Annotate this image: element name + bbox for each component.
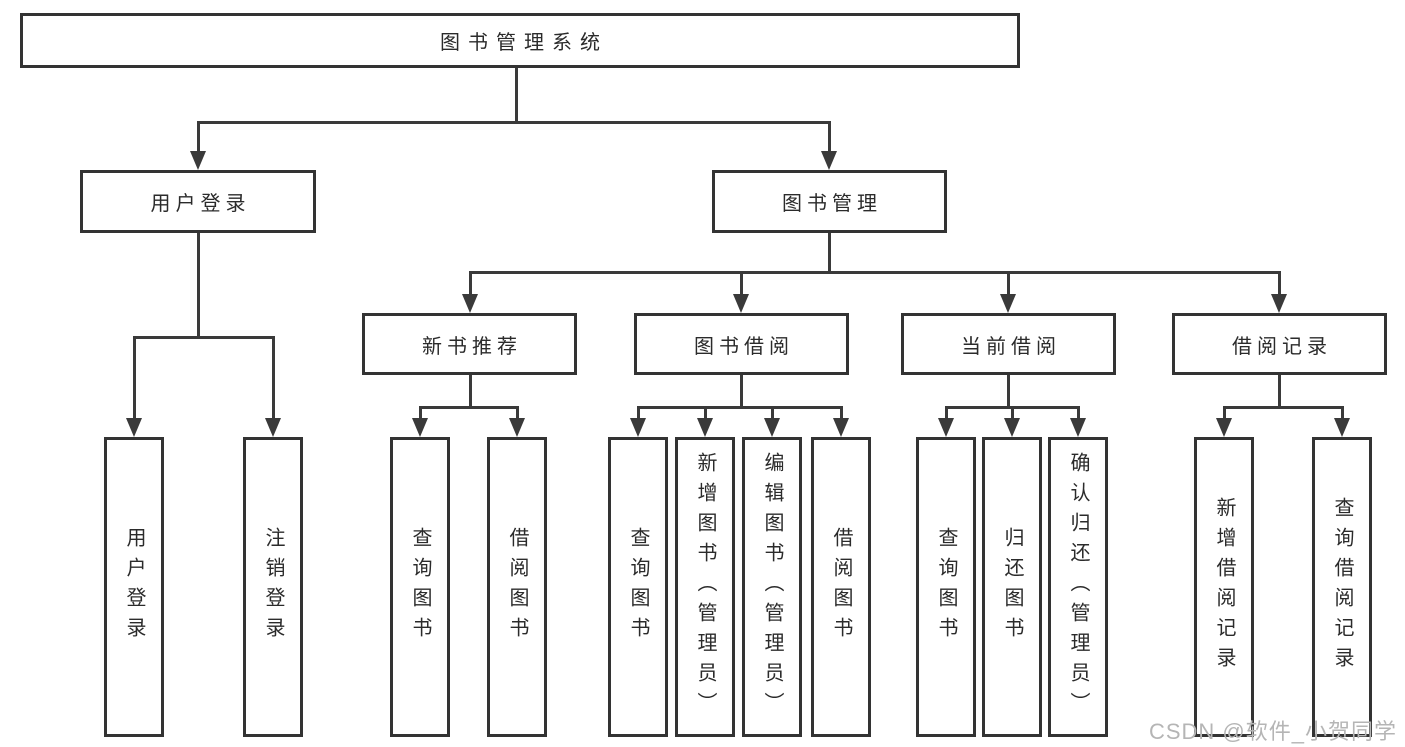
- arrowhead-icon: [1271, 294, 1287, 313]
- connector-arrow-shaft: [704, 406, 707, 428]
- arrowhead-icon: [1070, 418, 1086, 437]
- arrowhead-icon: [630, 418, 646, 437]
- connector-arrow-shaft: [840, 406, 843, 428]
- arrowhead-icon: [190, 151, 206, 170]
- arrowhead-icon: [733, 294, 749, 313]
- node-leaf-query-borrow-record: 查询借阅记录: [1312, 437, 1372, 737]
- node-leaf-query-books-3: 查询图书: [916, 437, 976, 737]
- connector-arrow-shaft: [272, 336, 275, 428]
- connector-arrow-shaft: [1077, 406, 1080, 428]
- connector-arrow-shaft: [740, 271, 743, 304]
- arrowhead-icon: [938, 418, 954, 437]
- node-label-leaf-query-books-2: 查询图书: [627, 527, 649, 647]
- node-label-leaf-confirm-return: 确认归还（管理员）: [1067, 452, 1089, 722]
- node-leaf-edit-books-admin: 编辑图书（管理员）: [742, 437, 802, 737]
- arrowhead-icon: [265, 418, 281, 437]
- connector-arrow-shaft: [516, 406, 519, 428]
- connector-stub: [469, 375, 472, 408]
- connector-stub: [740, 375, 743, 408]
- connector-arrow-shaft: [1223, 406, 1226, 428]
- node-leaf-query-books-1: 查询图书: [390, 437, 450, 737]
- arrowhead-icon: [1216, 418, 1232, 437]
- node-label-leaf-borrow-books-2: 借阅图书: [830, 527, 852, 647]
- connector-arrow-shaft: [1278, 271, 1281, 304]
- connector-arrow-shaft: [419, 406, 422, 428]
- node-label-leaf-logout: 注销登录: [262, 527, 284, 647]
- connector-arrow-shaft: [133, 336, 136, 428]
- node-leaf-add-books-admin: 新增图书（管理员）: [675, 437, 735, 737]
- node-leaf-confirm-return: 确认归还（管理员）: [1048, 437, 1108, 737]
- node-label-book-management: 图书管理: [782, 193, 882, 215]
- arrowhead-icon: [697, 418, 713, 437]
- connector-arrow-shaft: [945, 406, 948, 428]
- connector-rail: [419, 406, 519, 409]
- connector-arrow-shaft: [1007, 271, 1010, 304]
- node-label-borrow-records: 借阅记录: [1232, 335, 1332, 358]
- node-label-root-system: 图书管理系统: [440, 32, 608, 54]
- node-label-leaf-query-borrow-record: 查询借阅记录: [1331, 497, 1353, 677]
- node-label-leaf-borrow-books-1: 借阅图书: [506, 527, 528, 647]
- node-label-leaf-query-books-3: 查询图书: [935, 527, 957, 647]
- arrowhead-icon: [412, 418, 428, 437]
- node-label-leaf-query-books-1: 查询图书: [409, 527, 431, 647]
- connector-arrow-shaft: [771, 406, 774, 428]
- connector-rail: [637, 406, 843, 409]
- node-label-leaf-edit-books-admin: 编辑图书（管理员）: [761, 452, 783, 722]
- connector-rail: [133, 336, 275, 339]
- connector-stub: [1007, 375, 1010, 408]
- connector-arrow-shaft: [828, 121, 831, 161]
- node-label-book-borrow: 图书借阅: [694, 335, 794, 358]
- node-leaf-return-books: 归还图书: [982, 437, 1042, 737]
- arrowhead-icon: [1000, 294, 1016, 313]
- node-leaf-borrow-books-1: 借阅图书: [487, 437, 547, 737]
- arrowhead-icon: [764, 418, 780, 437]
- arrowhead-icon: [833, 418, 849, 437]
- node-label-leaf-user-login: 用户登录: [123, 527, 145, 647]
- connector-rail: [469, 271, 1281, 274]
- connector-rail: [1223, 406, 1344, 409]
- node-book-management: 图书管理: [712, 170, 947, 233]
- node-user-login: 用户登录: [80, 170, 316, 233]
- node-leaf-logout: 注销登录: [243, 437, 303, 737]
- arrowhead-icon: [462, 294, 478, 313]
- connector-arrow-shaft: [1341, 406, 1344, 428]
- node-leaf-add-borrow-record: 新增借阅记录: [1194, 437, 1254, 737]
- node-borrow-records: 借阅记录: [1172, 313, 1387, 375]
- watermark: CSDN @软件_小贺同学: [1148, 719, 1397, 744]
- node-label-leaf-return-books: 归还图书: [1001, 527, 1023, 647]
- node-label-leaf-add-borrow-record: 新增借阅记录: [1213, 497, 1235, 677]
- arrowhead-icon: [821, 151, 837, 170]
- arrowhead-icon: [1334, 418, 1350, 437]
- connector-arrow-shaft: [637, 406, 640, 428]
- node-leaf-borrow-books-2: 借阅图书: [811, 437, 871, 737]
- connector-rail: [197, 121, 831, 124]
- node-current-borrow: 当前借阅: [901, 313, 1116, 375]
- node-leaf-user-login: 用户登录: [104, 437, 164, 737]
- connector-stub: [515, 68, 518, 123]
- arrowhead-icon: [509, 418, 525, 437]
- connector-stub: [828, 233, 831, 273]
- node-leaf-query-books-2: 查询图书: [608, 437, 668, 737]
- arrowhead-icon: [126, 418, 142, 437]
- connector-arrow-shaft: [197, 121, 200, 161]
- node-new-book-recommend: 新书推荐: [362, 313, 577, 375]
- node-book-borrow: 图书借阅: [634, 313, 849, 375]
- node-label-new-book-recommend: 新书推荐: [422, 335, 522, 358]
- arrowhead-icon: [1004, 418, 1020, 437]
- node-label-user-login: 用户登录: [150, 193, 251, 215]
- connector-arrow-shaft: [469, 271, 472, 304]
- node-label-leaf-add-books-admin: 新增图书（管理员）: [694, 452, 716, 722]
- node-label-current-borrow: 当前借阅: [961, 335, 1061, 358]
- connector-stub: [197, 233, 200, 338]
- node-root-system: 图书管理系统: [20, 13, 1020, 68]
- connector-stub: [1278, 375, 1281, 408]
- connector-arrow-shaft: [1011, 406, 1014, 428]
